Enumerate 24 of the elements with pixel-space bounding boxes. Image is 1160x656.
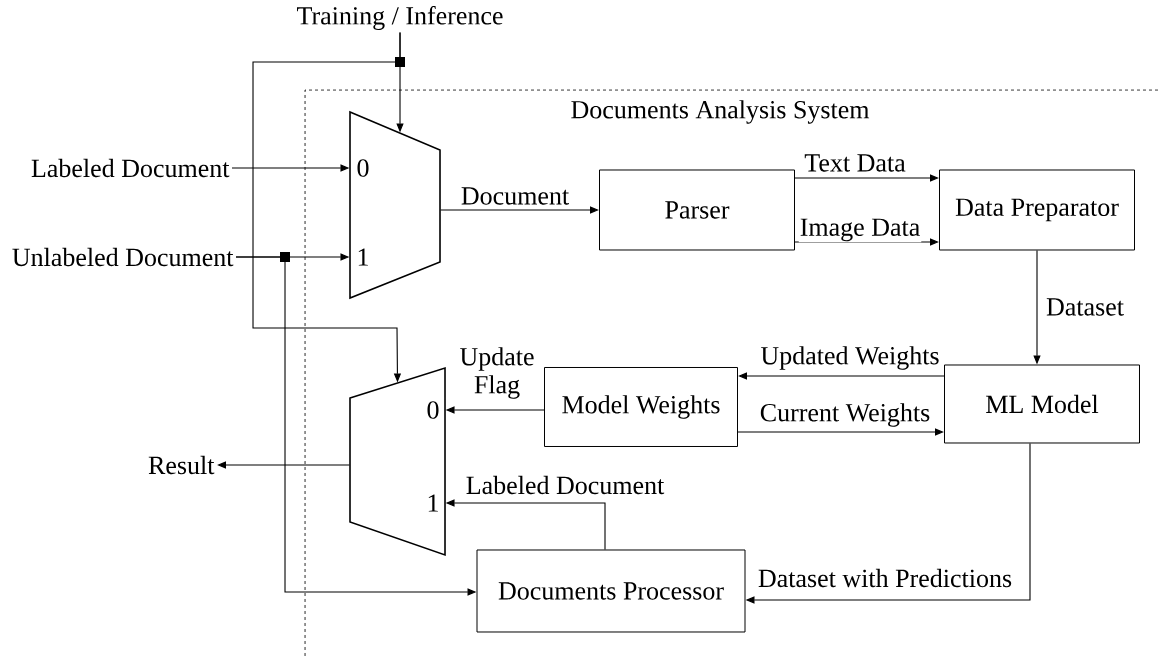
edge-label: Current Weights — [758, 402, 932, 428]
process-box: Data Preparator — [939, 169, 1135, 251]
arrow — [737, 428, 944, 436]
signal-label: Labeled Document — [31, 158, 230, 178]
edge-label: Update Flag — [455, 346, 539, 400]
edge-label: Dataset — [1045, 297, 1125, 317]
edge-label: Dataset with Predictions — [756, 567, 1014, 589]
signal-label: Training / Inference — [297, 6, 503, 30]
edge-label: Labeled Document — [464, 474, 666, 496]
process-box: ML Model — [944, 364, 1140, 444]
edge-label: Text Data — [803, 153, 907, 173]
edge-label: Updated Weights — [759, 345, 941, 371]
arrow — [440, 206, 599, 214]
process-box: Model Weights — [544, 367, 738, 447]
arrow — [794, 174, 939, 182]
process-box: Documents Processor — [476, 549, 746, 633]
arrow — [738, 372, 945, 380]
signal-label: Result — [148, 455, 215, 475]
signal-label: Unlabeled Document — [12, 247, 234, 267]
arrow — [794, 238, 939, 246]
process-box: Parser — [599, 169, 795, 251]
multiplexer: 0 1 — [349, 366, 446, 557]
edge-label: Document — [459, 186, 571, 206]
edge-label: Image Data — [798, 217, 922, 243]
